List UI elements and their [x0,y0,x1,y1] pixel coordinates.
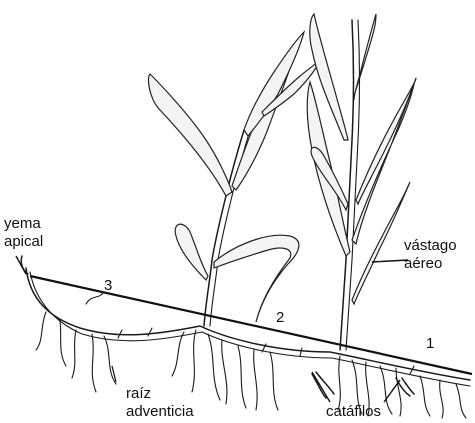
label-aerial-shoot-line1: vástago [404,237,457,254]
label-adventitious-root-line2: adventicia [126,403,194,420]
aerial-shoot-pointer [372,260,408,262]
segment-label-1: 1 [426,335,434,352]
aerial-shoot-left [148,32,320,326]
segment-label-2: 2 [276,309,284,326]
ground-line [30,276,472,374]
label-apical-bud-line1: yema [4,215,41,232]
label-cataphylls: catáfilos [326,403,381,420]
cataphylls-shapes [312,372,414,398]
label-adventitious-root-line1: raíz [126,385,151,402]
aerial-shoot-right [307,14,416,350]
cataphylls-pointer-right [384,380,400,402]
adventitious-roots [36,292,466,418]
label-aerial-shoot-line2: aéreo [404,255,442,272]
label-apical-bud-line2: apical [4,233,43,250]
cataphylls-pointer-left [312,372,330,402]
segment-label-3: 3 [104,277,112,294]
